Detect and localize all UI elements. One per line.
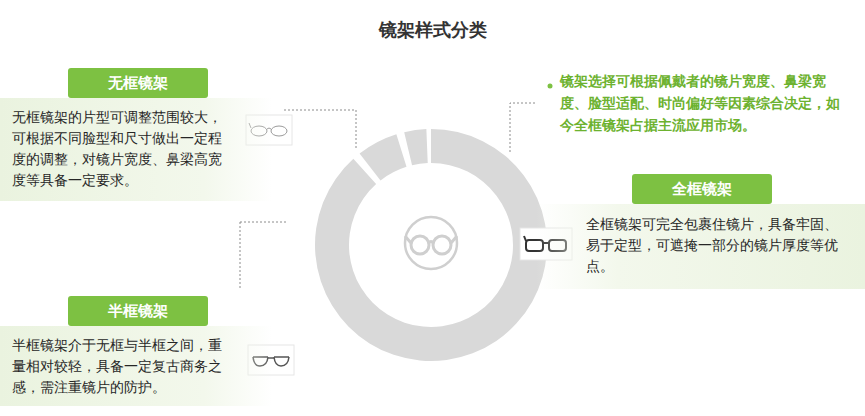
frame-type-card: 全框镜架全框镜架可完全包裹住镜片，具备牢固、易于定型，可遮掩一部分的镜片厚度等优… (536, 174, 865, 289)
description-text: 无框镜架的片型可调整范围较大，可根据不同脸型和尺寸做出一定程度的调整，对镜片宽度… (0, 98, 272, 201)
bullet-dot (548, 84, 553, 89)
ring-segment (315, 129, 547, 361)
title: 镜架样式分类 (0, 18, 865, 42)
heading-pill: 全框镜架 (632, 174, 772, 204)
leader-lines (240, 103, 535, 290)
description-text: 全框镜架可完全包裹住镜片，具备牢固、易于定型，可遮掩一部分的镜片厚度等优点。 (536, 204, 865, 289)
frame-type-card: 半框镜架半框镜架介于无框与半框之间，重量相对较轻，具备一定复古商务之感，需注重镜… (0, 296, 272, 406)
heading-pill: 无框镜架 (68, 68, 208, 98)
description-text: 半框镜架介于无框与半框之间，重量相对较轻，具备一定复古商务之感，需注重镜片的防护… (0, 326, 272, 406)
frame-type-card: 无框镜架无框镜架的片型可调整范围较大，可根据不同脸型和尺寸做出一定程度的调整，对… (0, 68, 272, 201)
note-text: 镜架选择可根据佩戴者的镜片宽度、鼻梁宽度、脸型适配、时尚偏好等因素综合决定，如今… (560, 70, 852, 136)
ring-segment (360, 134, 407, 180)
ring-segment (404, 129, 428, 165)
center-glasses-icon (405, 217, 457, 269)
donut-ring (315, 129, 547, 361)
heading-pill: 半框镜架 (68, 296, 208, 326)
